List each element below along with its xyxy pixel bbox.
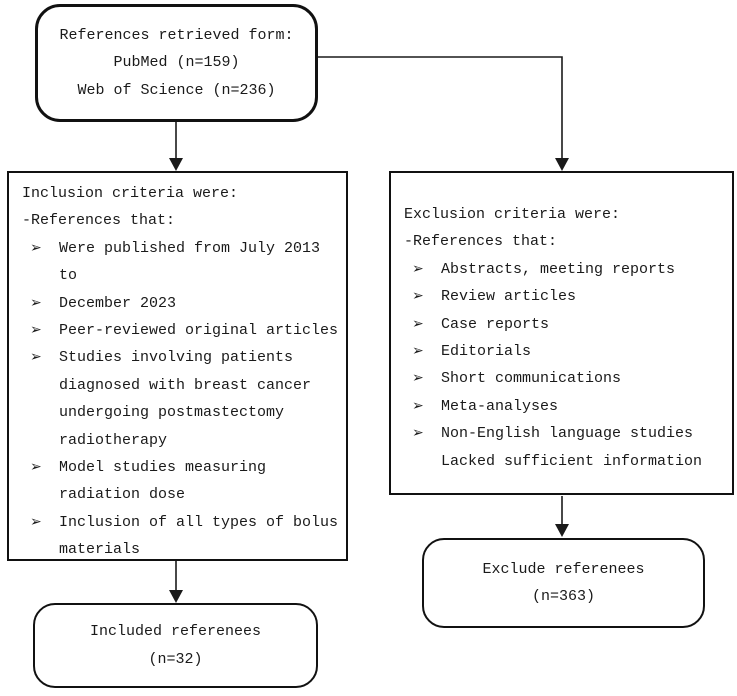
bullet-arrow-icon: ➢ — [30, 349, 42, 366]
connector-line-top-to-exclusion — [318, 56, 563, 158]
exclusion-item-text: Review articles — [441, 288, 577, 306]
list-item: ➢ Abstracts, meeting reports — [404, 256, 728, 283]
arrowhead-top-to-exclusion-icon — [555, 158, 569, 171]
exclusion-item-text: Editorials — [441, 343, 532, 361]
exclusion-criteria-title: Exclusion criteria were: — [404, 206, 621, 223]
list-item: ➢ Model studies measuring radiation dose — [22, 454, 342, 509]
exclusion-item-text: Meta-analyses — [441, 397, 559, 415]
arrowhead-top-to-inclusion-icon — [169, 158, 183, 171]
inclusion-item-text: December 2023 — [59, 294, 177, 312]
list-item: ➢ Review articles — [404, 283, 728, 310]
inclusion-item-text: Inclusion of all types of bolus material… — [59, 513, 339, 559]
list-item: Lacked sufficient information — [404, 448, 728, 475]
exclusion-item-text: Case reports — [441, 315, 550, 333]
exclusion-note-text: Lacked sufficient information — [441, 452, 703, 470]
list-item: ➢ December 2023 — [22, 290, 342, 317]
bullet-arrow-icon: ➢ — [412, 370, 424, 387]
bullet-arrow-icon: ➢ — [412, 288, 424, 305]
exclusion-item-text: Abstracts, meeting reports — [441, 260, 676, 278]
references-retrieved-line3: Web of Science (n=236) — [77, 81, 276, 99]
inclusion-item-text: Were published from July 2013 to — [59, 239, 321, 285]
inclusion-item-text: Model studies measuring radiation dose — [59, 459, 267, 504]
excluded-references-box: Exclude referenees (n=363) — [422, 538, 705, 628]
bullet-arrow-icon: ➢ — [30, 513, 42, 530]
included-references-count: (n=32) — [148, 650, 203, 668]
bullet-arrow-icon: ➢ — [412, 260, 424, 277]
list-item: ➢ Peer-reviewed original articles — [22, 317, 342, 344]
excluded-references-count: (n=363) — [531, 588, 595, 605]
list-item: ➢ Editorials — [404, 338, 728, 365]
exclusion-item-text: Non-English language studies — [441, 425, 694, 443]
bullet-arrow-icon: ➢ — [30, 239, 42, 256]
exclusion-criteria-box: Exclusion criteria were: -References tha… — [389, 171, 734, 495]
arrowhead-exclusion-to-excluded-icon — [555, 524, 569, 537]
list-item: ➢ Inclusion of all types of bolus materi… — [22, 509, 342, 564]
list-item: ➢ Case reports — [404, 311, 728, 338]
exclusion-item-text: Short communications — [441, 370, 622, 388]
list-item: ➢ Studies involving patients diagnosed w… — [22, 344, 342, 454]
references-retrieved-box: References retrieved form: PubMed (n=159… — [35, 4, 318, 122]
bullet-arrow-icon: ➢ — [412, 315, 424, 332]
inclusion-item-text: Studies involving patients diagnosed wit… — [59, 349, 312, 449]
list-item: ➢ Non-English language studies — [404, 420, 728, 447]
inclusion-criteria-title: Inclusion criteria were: — [22, 185, 239, 202]
inclusion-criteria-box: Inclusion criteria were: -References tha… — [7, 171, 348, 561]
references-retrieved-line2: PubMed (n=159) — [113, 54, 240, 72]
arrowhead-inclusion-to-included-icon — [169, 590, 183, 603]
exclusion-criteria-list: ➢ Abstracts, meeting reports ➢ Review ar… — [404, 256, 728, 475]
bullet-arrow-icon: ➢ — [30, 322, 42, 339]
bullet-arrow-icon: ➢ — [412, 397, 424, 414]
inclusion-criteria-subtitle: -References that: — [22, 212, 176, 230]
references-retrieved-line1: References retrieved form: — [59, 26, 294, 44]
included-references-box: Included referenees (n=32) — [33, 603, 318, 688]
list-item: ➢ Meta-analyses — [404, 393, 728, 420]
list-item: ➢ Short communications — [404, 365, 728, 392]
bullet-arrow-icon: ➢ — [412, 343, 424, 360]
included-references-label: Included referenees — [89, 623, 262, 641]
inclusion-item-text: Peer-reviewed original articles — [59, 322, 339, 340]
bullet-arrow-icon: ➢ — [412, 425, 424, 442]
list-item: ➢ Were published from July 2013 to — [22, 235, 342, 290]
bullet-arrow-icon: ➢ — [30, 294, 42, 311]
excluded-references-label: Exclude referenees — [482, 560, 645, 578]
bullet-arrow-icon: ➢ — [30, 459, 42, 476]
exclusion-criteria-subtitle: -References that: — [404, 233, 558, 251]
inclusion-criteria-list: ➢ Were published from July 2013 to ➢ Dec… — [22, 235, 342, 564]
